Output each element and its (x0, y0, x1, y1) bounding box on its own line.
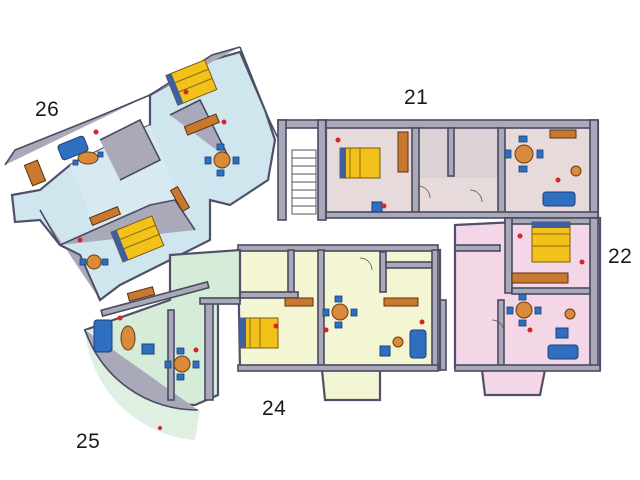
dresser-icon (23, 113, 220, 226)
unit-25-area (83, 248, 242, 440)
unit-label-26: 26 (35, 98, 60, 121)
sofa-icon (93, 319, 155, 355)
dining-table-icon (79, 254, 109, 270)
dining-table-icon (204, 143, 240, 177)
bed-icon (531, 221, 571, 263)
unit-label-25: 25 (76, 430, 101, 453)
unit-26-area (4, 46, 279, 302)
bed-icon (239, 317, 279, 349)
door-swing-icon (359, 185, 505, 333)
bed-icon (165, 59, 218, 106)
dresser-icon (511, 272, 569, 284)
unit-label-24: 24 (262, 397, 287, 420)
stairs-icon (291, 149, 317, 215)
sofa-icon (57, 135, 89, 161)
unit-label-22: 22 (608, 245, 633, 268)
corridor (240, 119, 450, 245)
dining-table-icon (504, 135, 544, 173)
dresser-icon (284, 297, 419, 307)
sofa-icon (379, 329, 427, 359)
dining-table-icon (164, 347, 200, 381)
dresser-icon (397, 129, 577, 173)
unit-label-21: 21 (404, 86, 429, 109)
dining-table-icon (506, 293, 542, 327)
dresser-icon (126, 286, 156, 302)
dining-table-icon (72, 151, 104, 166)
bed-icon (110, 215, 165, 263)
dining-table-icon (322, 295, 358, 329)
bed-icon (339, 147, 381, 179)
sofa-icon (547, 327, 579, 360)
